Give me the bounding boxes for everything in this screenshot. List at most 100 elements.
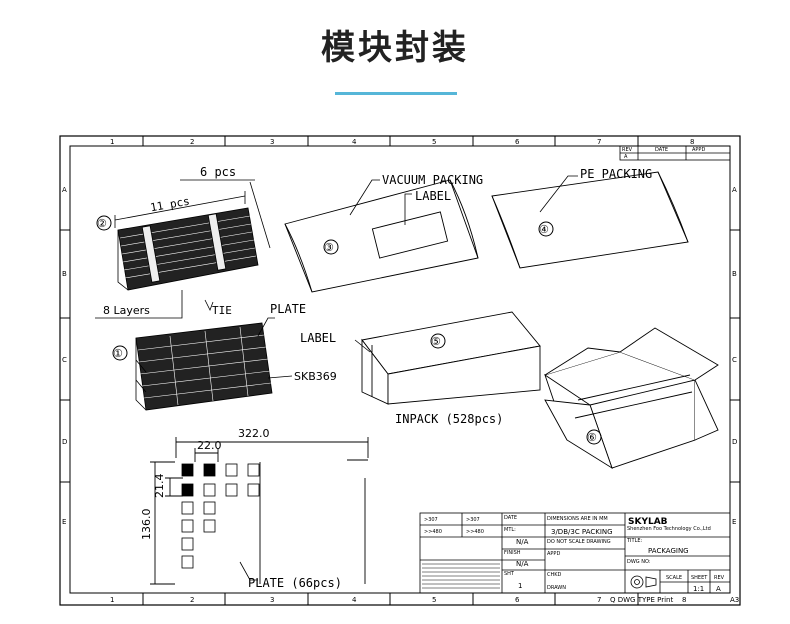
tb-rev-value: A [716, 585, 721, 593]
step-3-number: ③ [324, 241, 334, 254]
step-1-marker [112, 345, 128, 361]
tb-r1c1: >307 [424, 517, 438, 523]
tb-appd: APPD [547, 551, 560, 557]
tb-finish-value: N/A [516, 560, 529, 568]
page-title: 模块封装 [321, 28, 469, 68]
dim-height: 136.0 [140, 509, 153, 541]
plate-drawing [150, 437, 369, 585]
zone-bottom-2: 2 [190, 596, 194, 604]
zone-left-A: A [62, 186, 67, 194]
zone-bottom-3: 3 [270, 596, 274, 604]
zone-labels: 1 2 3 4 5 6 7 8 1 2 3 4 5 6 7 8 A B C D … [62, 138, 737, 604]
projection-symbol [630, 575, 657, 589]
title-underline [335, 92, 457, 95]
zone-bottom-7: 7 [597, 596, 601, 604]
zone-right-E: E [732, 518, 736, 526]
zone-top-6: 6 [515, 138, 520, 146]
dim-overall-width: 322.0 [238, 427, 270, 440]
pe-bag [491, 171, 689, 269]
zone-right-C: C [732, 356, 737, 364]
step-4-marker [538, 221, 554, 237]
dim-6pcs [180, 179, 271, 249]
plate-cells [181, 463, 260, 569]
tb-finish-label: FINISH [504, 550, 521, 556]
zone-top-4: 4 [352, 138, 357, 146]
zone-left-C: C [62, 356, 67, 364]
zone-bottom-6: 6 [515, 596, 520, 604]
tb-scale-label: SCALE [666, 575, 682, 581]
tb-dim-note: DIMENSIONS ARE IN MM [547, 516, 608, 522]
dim-pitch-y: 21.4 [153, 474, 166, 499]
tb-sht-label: SHT [504, 571, 515, 577]
tb-r2c2: >>480 [466, 529, 484, 535]
tb-footer: Q DWG TYPE Print [610, 596, 673, 604]
zone-bottom-1: 1 [110, 596, 114, 604]
date-header: DATE [655, 147, 668, 153]
tb-r1c3: DATE [504, 515, 517, 521]
callout-skb369: SKB369 [294, 370, 337, 383]
step-3-marker [323, 239, 339, 255]
zone-top-2: 2 [190, 138, 194, 146]
inner-frame [69, 145, 731, 594]
zone-left-E: E [62, 518, 66, 526]
tb-sht-value: 1 [518, 582, 522, 590]
tb-size: A3 [730, 596, 739, 604]
open-carton [544, 327, 719, 470]
vacuum-bag [284, 179, 479, 293]
tb-rev-label: REV [714, 575, 725, 581]
tb-scale-value: 1:1 [693, 585, 704, 593]
dim-11pcs [114, 191, 246, 228]
tb-title-value: PACKAGING [648, 547, 689, 555]
tb-dwg-no-label: DWG NO: [627, 559, 651, 565]
tb-mtl-value: N/A [516, 538, 529, 546]
rev-header: REV [622, 147, 633, 153]
tb-company: Shenzhen Foo Technology Co.,Ltd [627, 526, 711, 532]
tb-r2c1: >>480 [424, 529, 442, 535]
callout-tie: TIE [212, 304, 232, 317]
zone-top-7: 7 [597, 138, 601, 146]
step-6-marker [586, 429, 602, 445]
zone-right-B: B [732, 270, 737, 278]
callout-11pcs: 11 pcs [149, 195, 190, 215]
callout-6pcs: 6 pcs [200, 165, 236, 179]
step-1-number: ① [113, 347, 123, 360]
appd-header: APPD [692, 147, 705, 153]
tb-chkd: CHKD [547, 572, 562, 578]
outer-frame [59, 135, 741, 606]
zone-bottom-8: 8 [682, 596, 686, 604]
step-6-number: ⑥ [587, 431, 597, 444]
inner-box [361, 311, 541, 405]
step-5-number: ⑤ [431, 335, 441, 348]
callout-plate-66pcs: PLATE (66pcs) [248, 576, 342, 590]
step-5-marker [430, 333, 446, 349]
tb-logo: SKYLAB [628, 517, 668, 527]
stacked-trays [117, 207, 259, 291]
tb-scale-note: DO NOT SCALE DRAWING [547, 539, 611, 545]
zone-top-1: 1 [110, 138, 114, 146]
zone-bottom-4: 4 [352, 596, 357, 604]
tray-with-plate [135, 322, 273, 411]
step-4-number: ④ [539, 223, 549, 236]
tb-mtl-label: MTL: [504, 527, 516, 533]
zone-top-3: 3 [270, 138, 274, 146]
tb-sheet-label: SHEET [691, 575, 708, 581]
zone-top-8: 8 [690, 138, 694, 146]
zone-right-A: A [732, 186, 737, 194]
callout-inpack: INPACK (528pcs) [395, 412, 503, 426]
dim-pitch-x: 22.0 [197, 439, 222, 452]
step-2-marker [96, 215, 112, 231]
zone-top-5: 5 [432, 138, 436, 146]
tb-drawn: DRAWN [547, 585, 566, 591]
callout-8-layers: 8 Layers [103, 304, 150, 317]
title-block [419, 512, 731, 594]
zone-ticks [60, 136, 740, 605]
zone-left-D: D [62, 438, 67, 446]
zone-bottom-5: 5 [432, 596, 436, 604]
tb-title-label: TITLE: [626, 538, 643, 544]
zone-right-D: D [732, 438, 737, 446]
callout-plate: PLATE [270, 302, 306, 316]
tb-drawing-title: 3/DB/3C PACKING [551, 528, 613, 536]
callout-pe-packing: PE PACKING [580, 167, 652, 181]
callout-vacuum-packing: VACUUM PACKING [382, 173, 483, 187]
